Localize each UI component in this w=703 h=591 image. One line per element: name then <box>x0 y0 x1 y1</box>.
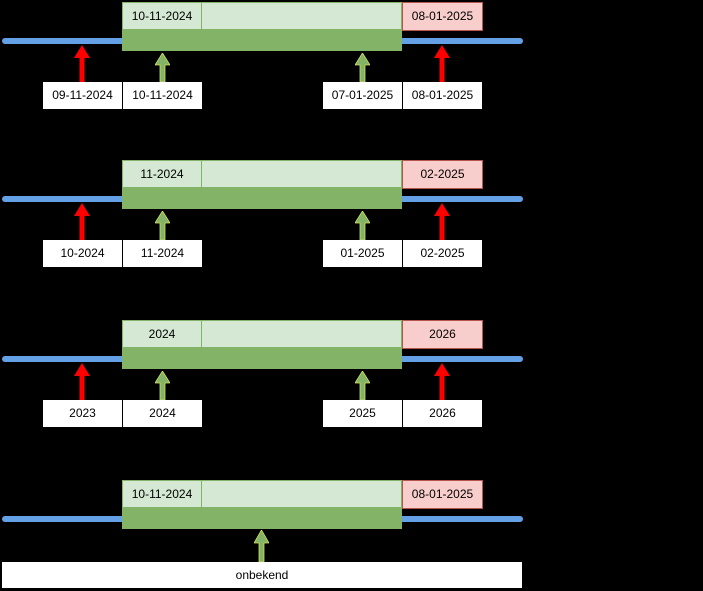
timeline-row: 11-2024 02-2025 10-2024 11-2024 01-2025 … <box>0 160 703 320</box>
timeline-row: 2024 2026 2023 2024 2025 2026 <box>0 320 703 480</box>
period-start-box: 2024 <box>122 320 202 348</box>
period-middle-box <box>201 2 402 30</box>
unknown-date-label: onbekend <box>2 562 522 588</box>
up-arrow-green-icon <box>155 53 170 82</box>
date-label: 09-11-2024 <box>43 82 122 109</box>
up-arrow-green-icon <box>355 211 370 240</box>
period-middle-box <box>201 320 402 348</box>
timeline-row: 10-11-2024 08-01-2025 09-11-2024 10-11-2… <box>0 2 703 162</box>
timeline-row: 10-11-2024 08-01-2025 onbekend <box>0 480 703 591</box>
date-label: 2025 <box>323 400 402 427</box>
up-arrow-green-icon <box>155 371 170 400</box>
period-middle-box <box>201 480 402 508</box>
period-start-box: 11-2024 <box>122 160 202 188</box>
date-label: 2023 <box>43 400 122 427</box>
period-bar <box>122 30 402 51</box>
period-bar <box>122 188 402 209</box>
up-arrow-red-icon <box>74 203 90 240</box>
up-arrow-green-icon <box>254 530 269 562</box>
period-end-box: 08-01-2025 <box>402 480 483 509</box>
date-label: 10-11-2024 <box>123 82 202 109</box>
period-end-box: 08-01-2025 <box>402 2 483 31</box>
period-bar <box>122 348 402 369</box>
period-bar <box>122 508 402 529</box>
date-label: 2024 <box>123 400 202 427</box>
date-label: 08-01-2025 <box>403 82 482 109</box>
up-arrow-green-icon <box>355 371 370 400</box>
up-arrow-green-icon <box>155 211 170 240</box>
up-arrow-red-icon <box>74 363 90 400</box>
up-arrow-red-icon <box>434 45 450 82</box>
up-arrow-green-icon <box>355 53 370 82</box>
date-label: 01-2025 <box>323 240 402 267</box>
up-arrow-red-icon <box>434 363 450 400</box>
up-arrow-red-icon <box>74 45 90 82</box>
date-label: 11-2024 <box>123 240 202 267</box>
period-end-box: 2026 <box>402 320 483 349</box>
period-end-box: 02-2025 <box>402 160 483 189</box>
date-label: 2026 <box>403 400 482 427</box>
date-label: 02-2025 <box>403 240 482 267</box>
period-start-box: 10-11-2024 <box>122 2 202 30</box>
date-label: 07-01-2025 <box>323 82 402 109</box>
period-start-box: 10-11-2024 <box>122 480 202 508</box>
date-label: 10-2024 <box>43 240 122 267</box>
up-arrow-red-icon <box>434 203 450 240</box>
period-middle-box <box>201 160 402 188</box>
